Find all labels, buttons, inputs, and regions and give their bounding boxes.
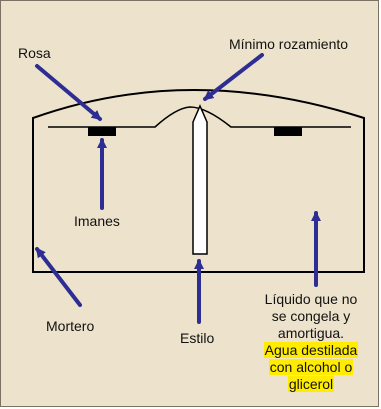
label-liquido: Líquido que no se congela y amortigua. A… <box>241 291 381 393</box>
magnet-right <box>274 127 302 136</box>
label-rosa: Rosa <box>18 45 51 61</box>
label-imanes: Imanes <box>74 213 120 229</box>
highlight-line-3-wrap: glicerol <box>241 376 381 393</box>
highlight-line-2-wrap: con alcohol o <box>241 359 381 376</box>
highlight-line-3: glicerol <box>287 376 335 392</box>
label-minimo-rozamiento: Mínimo rozamiento <box>229 36 349 52</box>
liquido-line-2: se congela y <box>271 308 351 324</box>
highlight-line-1: Agua destilada <box>263 342 359 358</box>
estilo-pin <box>192 104 208 255</box>
arrow-rosa <box>35 64 102 121</box>
arrows <box>35 53 321 324</box>
label-estilo: Estilo <box>180 330 215 346</box>
highlight-line-1-wrap: Agua destilada <box>241 342 381 359</box>
highlight-line-2: con alcohol o <box>268 359 354 375</box>
arrow-mortero <box>35 247 82 307</box>
magnet-left <box>88 127 116 136</box>
rosa-card <box>48 106 351 128</box>
label-mortero: Mortero <box>46 318 95 334</box>
arrow-minimo-rozamiento <box>203 53 264 101</box>
liquido-line-3: amortigua. <box>277 325 345 341</box>
liquido-line-1: Líquido que no <box>264 291 358 307</box>
